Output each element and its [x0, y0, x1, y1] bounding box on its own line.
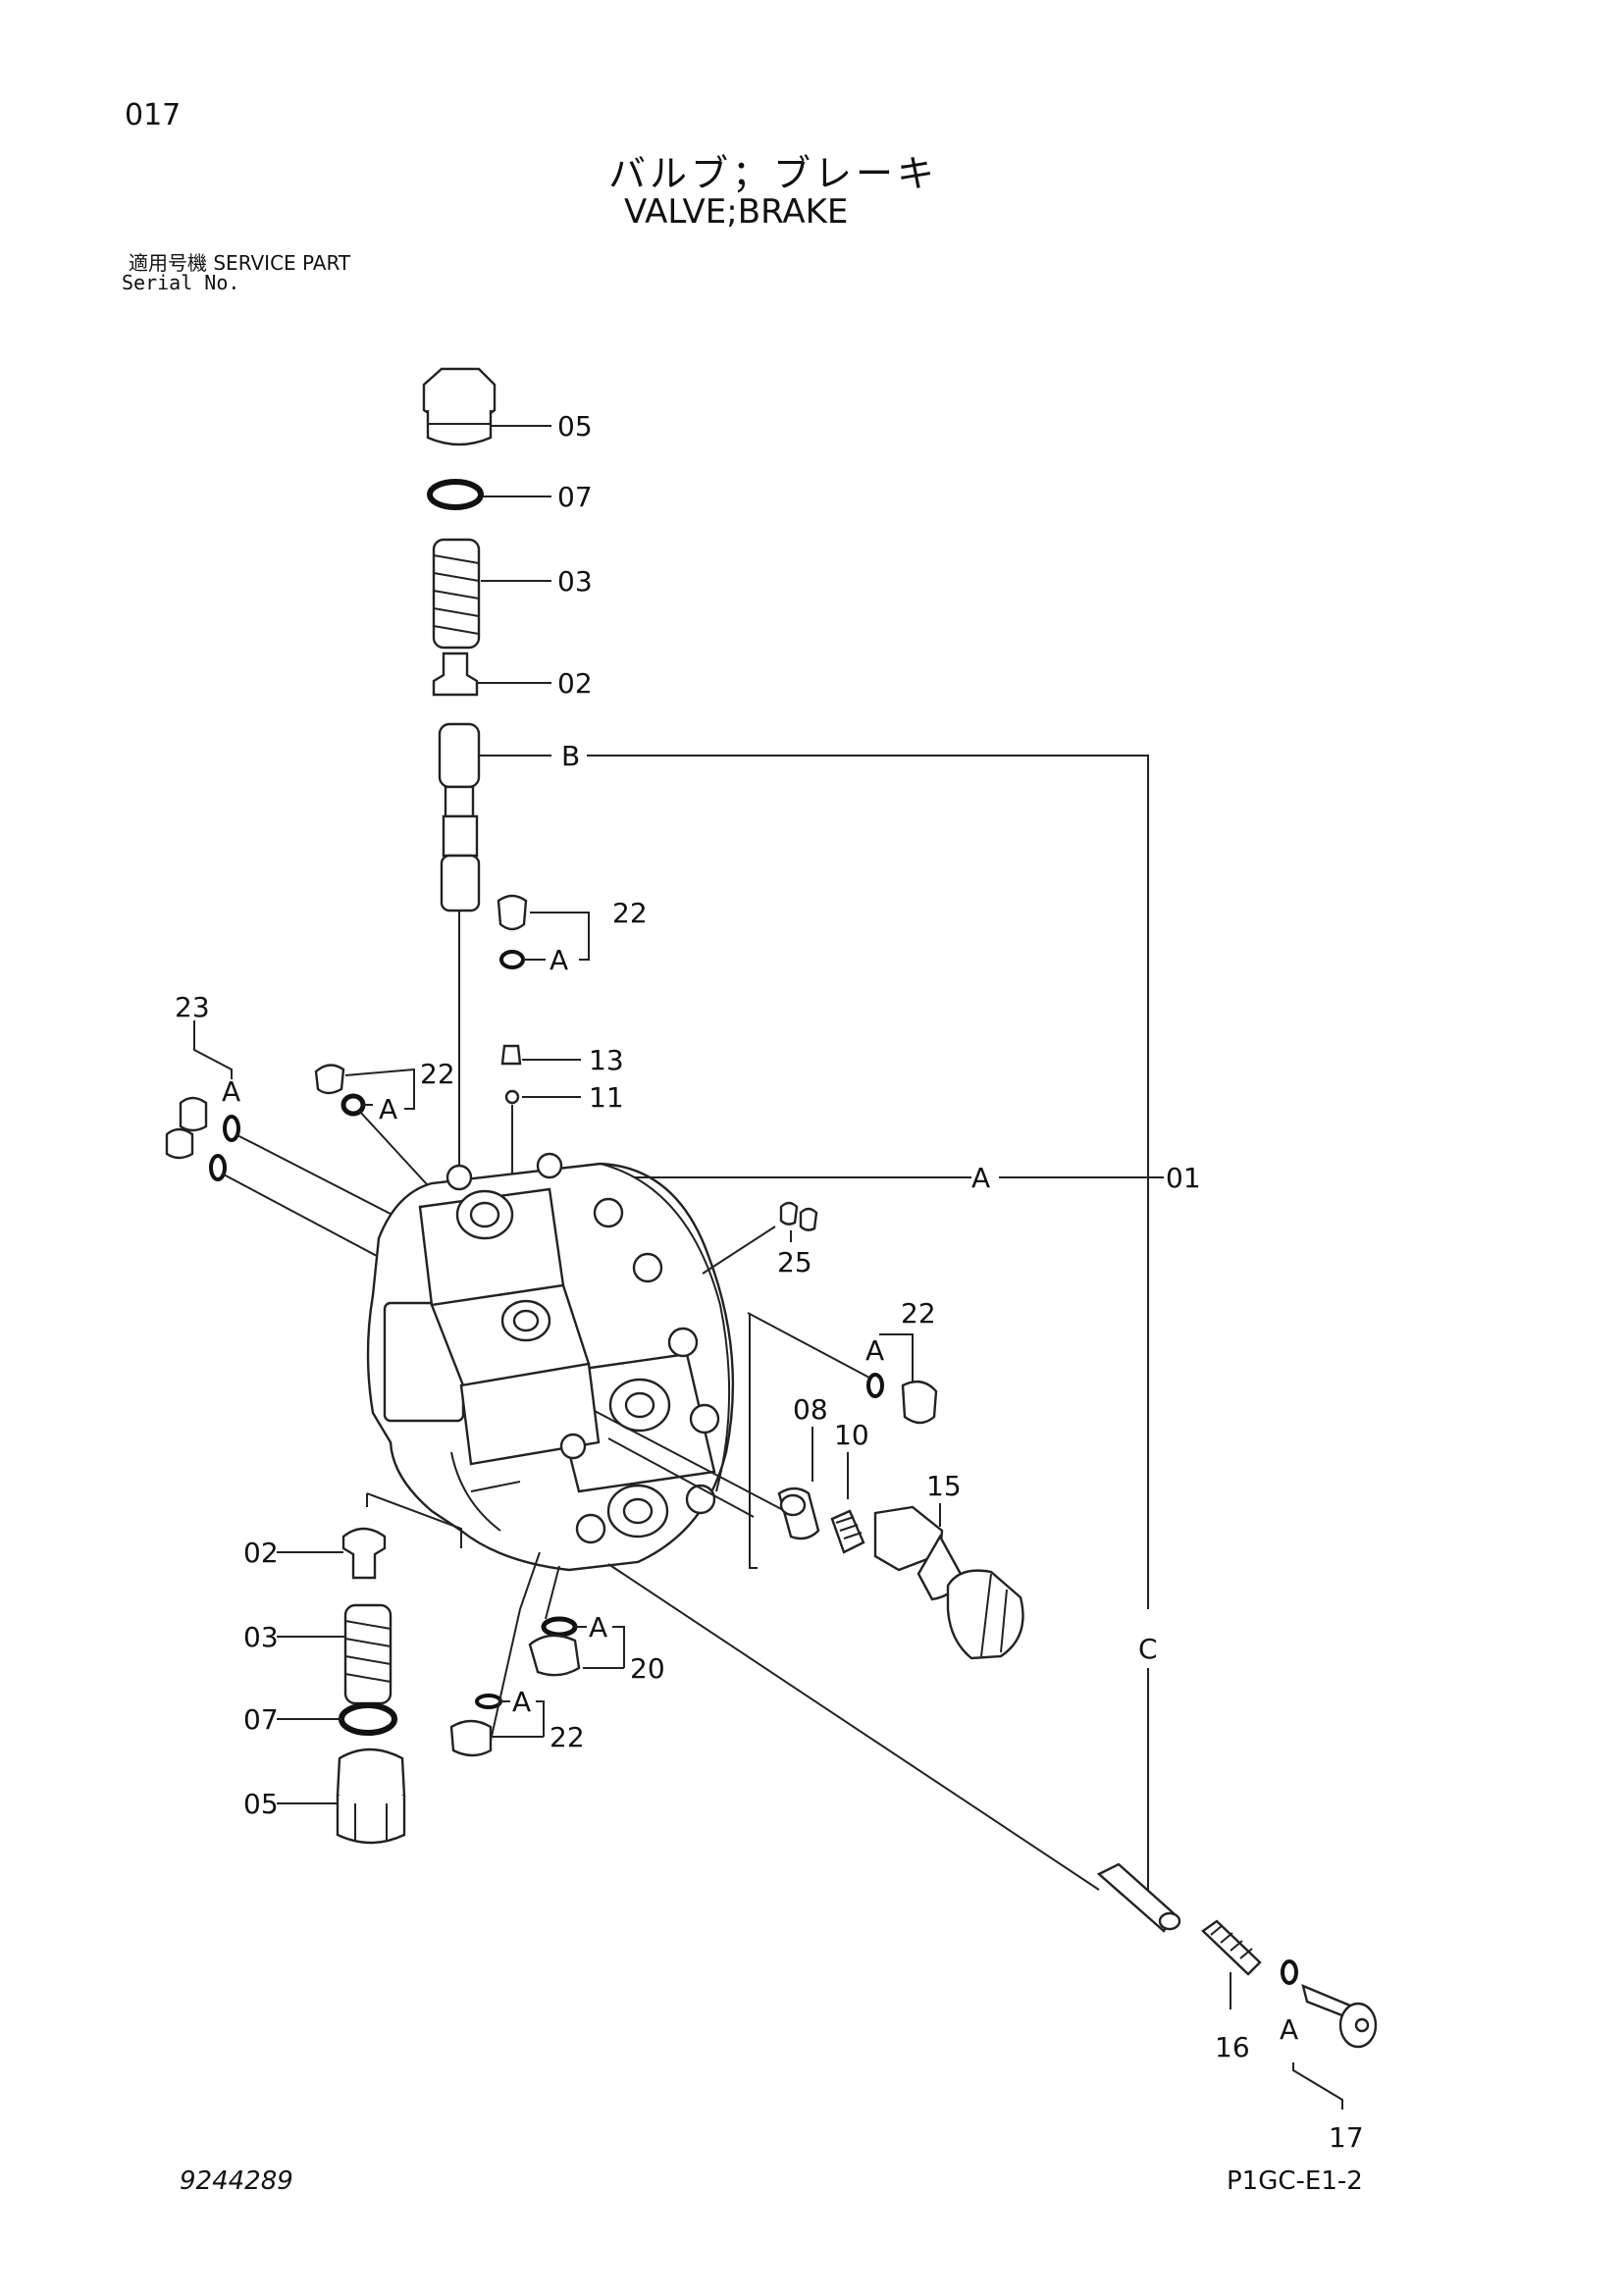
o-ring-07-bottom [339, 1702, 397, 1736]
callout-03-top: 03 [557, 565, 593, 598]
valve-body-01 [366, 1152, 735, 1572]
serial-label-japanese: 適用号機 SERVICE PART [129, 251, 351, 275]
callout-B: B [561, 740, 580, 772]
spring-03-top [432, 538, 481, 650]
spring-16 [1201, 1919, 1262, 1976]
callout-17: 17 [1329, 2121, 1364, 2154]
callout-03-bottom: 03 [243, 1621, 279, 1653]
plug-05-top [422, 367, 497, 446]
spool-bottom [1096, 1862, 1181, 1933]
callout-08: 08 [793, 1393, 828, 1426]
callout-A-20: A [589, 1611, 607, 1644]
callout-A-23: A [222, 1075, 240, 1108]
seat-02-top [432, 652, 479, 697]
spring-03-bottom [343, 1603, 393, 1705]
spool-top [438, 722, 481, 1207]
callout-07-top: 07 [557, 481, 593, 513]
callout-10: 10 [834, 1419, 869, 1451]
callout-22-right: 22 [901, 1297, 936, 1330]
drawing-number: 9244289 [180, 2166, 293, 2196]
page-number: 017 [125, 98, 182, 132]
seat-02-bottom [341, 1527, 387, 1580]
callout-A-right: A [865, 1334, 884, 1367]
callout-22-top: 22 [612, 897, 648, 929]
callout-23: 23 [175, 991, 210, 1023]
page-title-japanese: バルブ；ブレーキ [608, 152, 939, 195]
callout-16: 16 [1215, 2031, 1250, 2063]
plug-05-bottom [336, 1748, 406, 1845]
callout-C: C [1138, 1633, 1158, 1665]
callout-A-left: A [379, 1093, 397, 1125]
callout-02-top: 02 [557, 667, 593, 700]
sheet-code: P1GC-E1-2 [1227, 2166, 1363, 2196]
serial-label: Serial No. [122, 271, 240, 294]
callout-A-top: A [550, 944, 568, 976]
callout-15: 15 [926, 1470, 962, 1502]
callout-25: 25 [777, 1246, 812, 1278]
page-title: VALVE;BRAKE [624, 192, 849, 232]
callout-13: 13 [589, 1044, 624, 1076]
valve-15 [873, 1505, 1024, 1660]
spring-10 [830, 1509, 865, 1554]
callout-07-bottom: 07 [243, 1703, 279, 1736]
callout-05-bottom: 05 [243, 1788, 279, 1820]
leader-B [479, 755, 1149, 1896]
callout-05-top: 05 [557, 410, 593, 443]
callout-A-17: A [1280, 2013, 1298, 2046]
callout-01: 01 [1166, 1162, 1201, 1194]
callout-A-22-bottom: A [512, 1686, 531, 1718]
callout-A-01: A [971, 1162, 990, 1194]
callout-11: 11 [589, 1081, 624, 1114]
callout-22-bottom: 22 [550, 1721, 585, 1753]
callout-20: 20 [630, 1652, 665, 1685]
callout-02-bottom: 02 [243, 1537, 279, 1569]
o-ring-07-top [427, 479, 484, 510]
callout-22-left: 22 [420, 1058, 455, 1090]
plug-17 [1301, 1983, 1378, 2049]
